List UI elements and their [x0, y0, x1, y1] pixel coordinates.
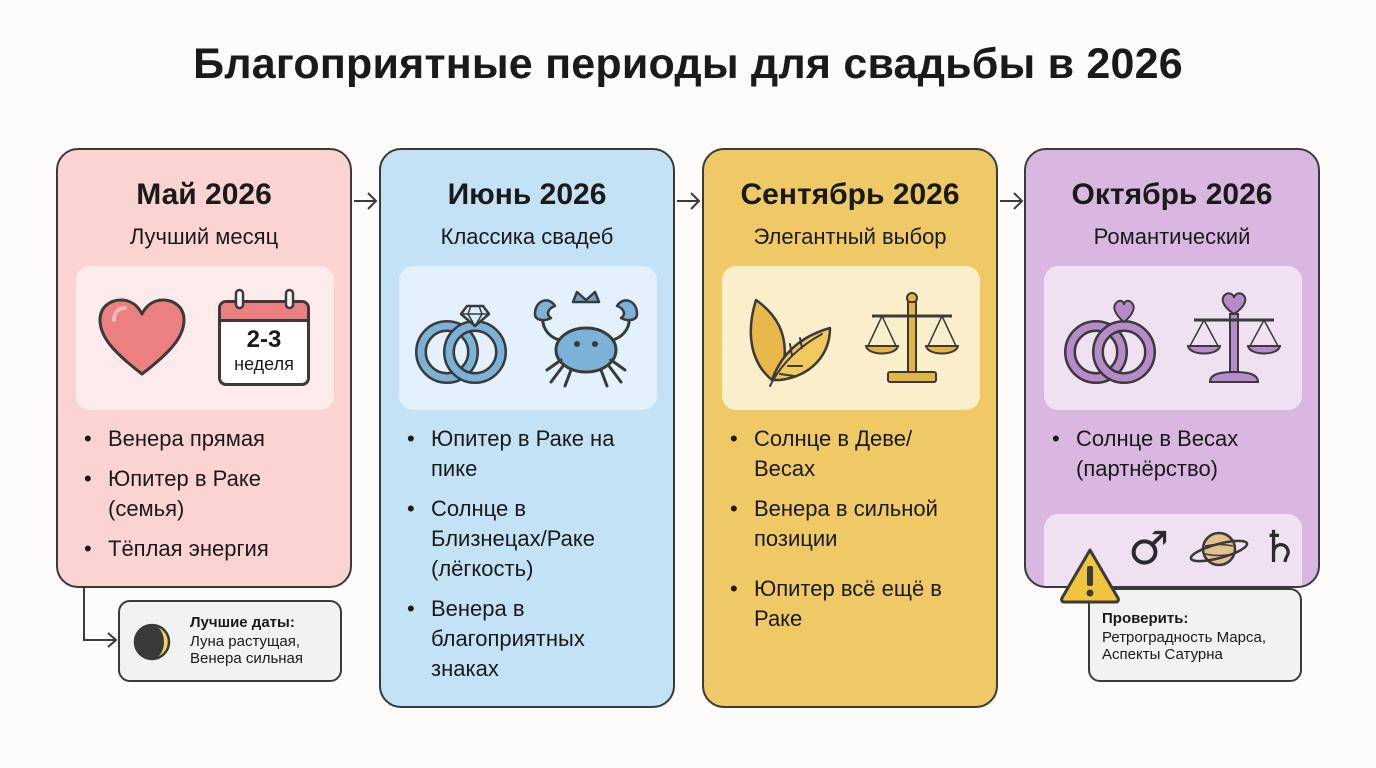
- card-title: Октябрь 2026: [1071, 178, 1273, 211]
- card-subtitle: Романтический: [1093, 224, 1251, 249]
- bullet-list: Венера прямая Юпитер в Раке(семья) Тёпла…: [84, 424, 346, 564]
- moon-icon: [133, 623, 171, 661]
- bullet-list: Солнце в Деве/Весах Венера в сильнойпози…: [730, 424, 992, 634]
- bullet-item: Солнце в Деве/Весах: [730, 424, 992, 484]
- calendar-label: неделя: [234, 354, 294, 374]
- calendar-icon: 2-3 неделя: [218, 300, 310, 386]
- card-may: Май 2026 Лучший месяц 2-3 неделя Венера …: [56, 148, 352, 588]
- card-october: Октябрь 2026 Романтический Солнце в Веса…: [1024, 148, 1320, 588]
- card-june: Июнь 2026 Классика свадеб Юпитер в Раке …: [379, 148, 675, 708]
- note-line: Аспекты Сатурна: [1102, 646, 1223, 663]
- icon-panel: [1044, 266, 1302, 410]
- page-title: Благоприятные периоды для свадьбы в 2026: [193, 40, 1183, 88]
- card-subtitle: Лучший месяц: [129, 224, 279, 249]
- note-connector-arrow: [83, 588, 118, 648]
- bullet-item: Венера прямая: [84, 424, 346, 454]
- bullet-item: Солнце в Весах(партнёрство): [1052, 424, 1314, 484]
- arrow-right-icon: [1000, 192, 1024, 210]
- mars-icon: ♂: [1128, 521, 1170, 575]
- note-line: Луна растущая,: [190, 633, 301, 650]
- card-title: Сентябрь 2026: [740, 178, 960, 211]
- bullet-item: Юпитер в Раке(семья): [84, 464, 346, 524]
- arrow-right-icon: [354, 192, 378, 210]
- card-subtitle: Классика свадеб: [440, 224, 614, 249]
- scales-heart-icon: [1186, 292, 1282, 383]
- warning-icon: [1060, 548, 1120, 604]
- saturn-symbol-icon: ♄: [1260, 522, 1300, 573]
- rings-icon: [415, 304, 507, 384]
- note-title: Проверить:: [1102, 610, 1189, 627]
- heart-icon: [98, 298, 186, 376]
- note-title: Лучшие даты:: [190, 614, 295, 631]
- card-title: Май 2026: [136, 178, 272, 211]
- saturn-icon: [1189, 531, 1249, 567]
- scales-icon: [864, 292, 960, 383]
- bullet-item: Тёплая энергия: [84, 534, 346, 564]
- icon-panel: [722, 266, 980, 410]
- leaf-icon: [749, 298, 832, 387]
- card-title: Июнь 2026: [447, 178, 607, 211]
- card-subtitle: Элегантный выбор: [753, 224, 947, 249]
- icon-panel: 2-3 неделя: [76, 266, 334, 410]
- rings-heart-icon: [1064, 299, 1156, 384]
- note-line: Ретроградность Марса,: [1102, 629, 1266, 646]
- calendar-rings: [234, 288, 295, 310]
- note-best-dates: Лучшие даты: Луна растущая, Венера сильн…: [118, 600, 342, 682]
- card-september: Сентябрь 2026 Элегантный выбор Солнце в …: [702, 148, 998, 708]
- icon-panel: [399, 266, 657, 410]
- note-check: Проверить: Ретроградность Марса, Аспекты…: [1088, 588, 1302, 682]
- crab-icon: [533, 290, 639, 388]
- bullet-list: Солнце в Весах(партнёрство): [1052, 424, 1314, 484]
- note-line: Венера сильная: [190, 650, 304, 667]
- calendar-number: 2-3: [246, 326, 282, 353]
- arrow-right-icon: [677, 192, 701, 210]
